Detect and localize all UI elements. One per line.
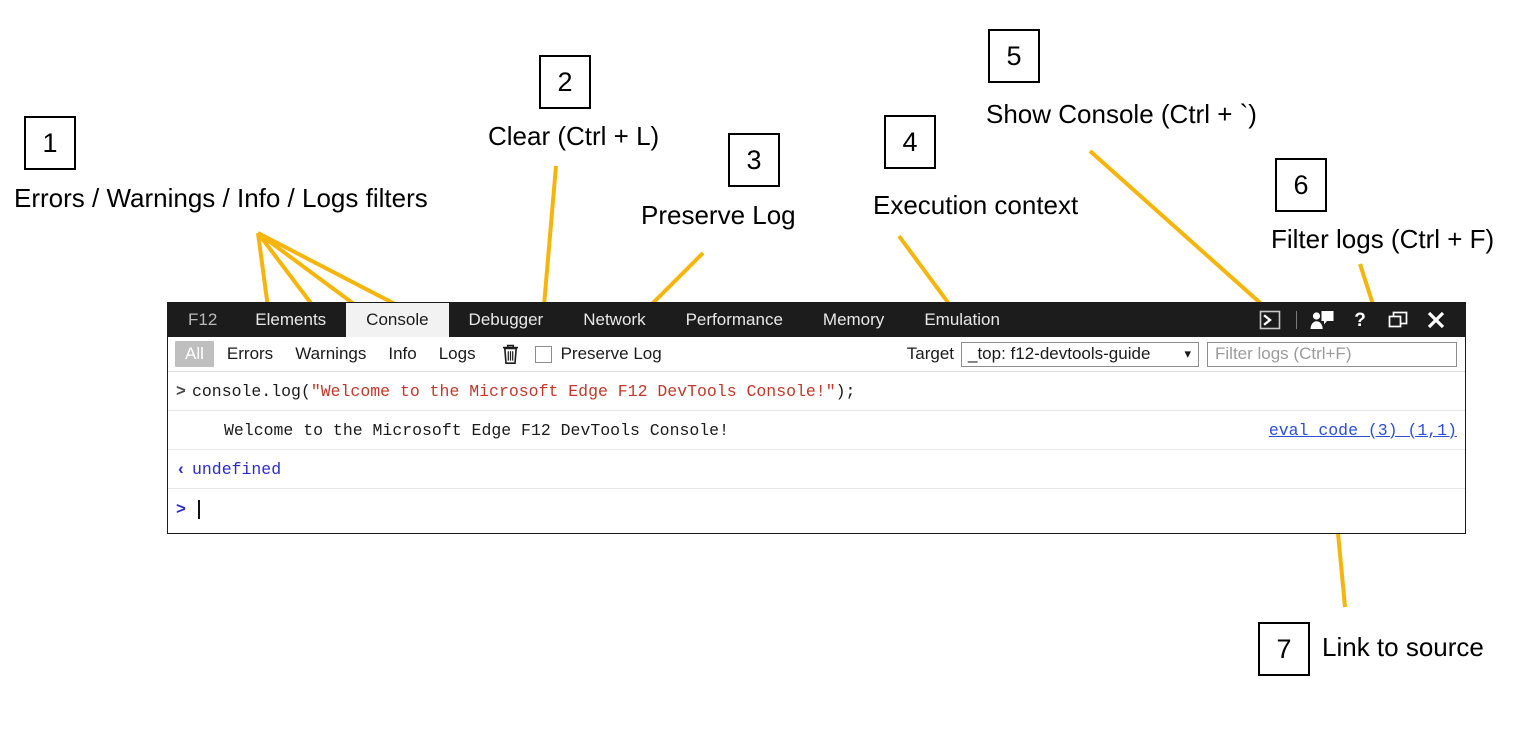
- filter-all-button[interactable]: All: [175, 341, 214, 367]
- tab-label: Console: [366, 310, 429, 329]
- annotation-badge-5: 5: [988, 29, 1040, 83]
- console-row-gutter-icon: >: [176, 500, 186, 519]
- tab-label: Emulation: [924, 310, 1000, 329]
- trash-icon[interactable]: [497, 342, 525, 366]
- annotation-badge-4: 4: [884, 115, 936, 169]
- annotation-label-6: Filter logs (Ctrl + F): [1271, 224, 1495, 254]
- console-row-gutter-icon: ‹: [176, 459, 186, 479]
- console-row-text: [192, 500, 200, 520]
- tab-label: Memory: [822, 310, 885, 329]
- console-row-text: undefined: [192, 460, 281, 479]
- execution-context-select[interactable]: _top: f12-devtools-guide ▾: [961, 341, 1199, 367]
- annotation-label-4: Execution context: [873, 190, 1079, 220]
- console-text-cursor: [198, 500, 200, 520]
- target-label: Target: [906, 344, 954, 363]
- source-link[interactable]: eval code (3) (1,1): [1268, 420, 1457, 440]
- preserve-log-label: Preserve Log: [560, 344, 662, 363]
- tab-label: Performance: [685, 310, 783, 329]
- preserve-log-control[interactable]: Preserve Log: [534, 344, 662, 364]
- devtools-tool-icons: ?: [1251, 303, 1465, 337]
- console-row: > console.log("Welcome to the Microsoft E…: [168, 372, 1465, 411]
- line-5: [1088, 149, 1269, 311]
- devtools-window: F12 Elements Console Debugger Network Perfor…: [167, 302, 1466, 534]
- tab-memory[interactable]: Memory: [803, 303, 904, 337]
- annotation-label-7: Link to source: [1322, 632, 1484, 662]
- console-output: > console.log("Welcome to the Microsoft E…: [168, 372, 1465, 530]
- tab-console[interactable]: Console: [346, 303, 449, 337]
- filter-info-button[interactable]: Info: [388, 344, 417, 363]
- console-row-text: Welcome to the Microsoft Edge F12 DevToo…: [192, 421, 729, 440]
- annotation-badge-7: 7: [1258, 622, 1310, 676]
- undock-icon[interactable]: [1379, 303, 1417, 337]
- tab-network[interactable]: Network: [563, 303, 665, 337]
- devtools-brand-f12: F12: [188, 310, 218, 329]
- console-row: Welcome to the Microsoft Edge F12 DevToo…: [168, 411, 1465, 450]
- console-token: );: [835, 381, 856, 401]
- console-row-text: console.log("Welcome to the Microsoft Ed…: [192, 382, 855, 401]
- console-row[interactable]: >: [168, 489, 1465, 530]
- help-icon[interactable]: ?: [1341, 303, 1379, 337]
- show-console-icon[interactable]: [1251, 303, 1289, 337]
- console-row-gutter-icon: >: [176, 381, 186, 401]
- console-token: Welcome to the Microsoft Edge F12 DevToo…: [224, 420, 729, 440]
- filter-logs-input[interactable]: Filter logs (Ctrl+F): [1207, 341, 1457, 367]
- filter-warnings-button[interactable]: Warnings: [295, 344, 367, 363]
- annotation-label-1: Errors / Warnings / Info / Logs filters: [14, 183, 428, 213]
- tab-emulation[interactable]: Emulation: [904, 303, 1020, 337]
- annotation-badge-1: 1: [24, 116, 76, 170]
- console-row: ‹ undefined: [168, 450, 1465, 489]
- close-icon[interactable]: [1417, 303, 1455, 337]
- chevron-down-icon: ▾: [1184, 346, 1191, 361]
- tab-elements[interactable]: Elements: [235, 303, 346, 337]
- devtools-tabstrip: F12 Elements Console Debugger Network Perfor…: [168, 303, 1465, 337]
- toolbar-divider: [1289, 303, 1303, 337]
- annotation-label-2: Clear (Ctrl + L): [488, 121, 660, 151]
- svg-text:?: ?: [1354, 310, 1366, 331]
- filter-logs-placeholder: Filter logs (Ctrl+F): [1215, 344, 1352, 363]
- tab-label: Elements: [255, 310, 327, 329]
- console-token: console.log(: [192, 381, 311, 401]
- console-token: undefined: [192, 459, 282, 479]
- filter-errors-button[interactable]: Errors: [226, 344, 274, 363]
- tabstrip-spacer: [1020, 303, 1251, 337]
- tab-debugger[interactable]: Debugger: [449, 303, 564, 337]
- preserve-log-checkbox[interactable]: [534, 345, 552, 363]
- annotation-badge-3: 3: [728, 133, 780, 187]
- annotation-badge-6: 6: [1275, 158, 1327, 212]
- annotation-label-3: Preserve Log: [641, 200, 796, 230]
- console-token: "Welcome to the Microsoft Edge F12 DevTo…: [310, 381, 836, 401]
- annotation-label-5: Show Console (Ctrl + `): [986, 99, 1257, 129]
- console-filter-bar: All Errors Warnings Info Logs Preserve Log T…: [168, 337, 1465, 372]
- tab-label: Network: [583, 310, 646, 329]
- annotation-badge-2: 2: [539, 55, 591, 109]
- tab-performance[interactable]: Performance: [666, 303, 803, 337]
- tab-label: Debugger: [468, 310, 544, 329]
- feedback-icon[interactable]: [1303, 303, 1341, 337]
- execution-context-value: _top: f12-devtools-guide: [968, 344, 1151, 363]
- filter-logs-button[interactable]: Logs: [438, 344, 476, 363]
